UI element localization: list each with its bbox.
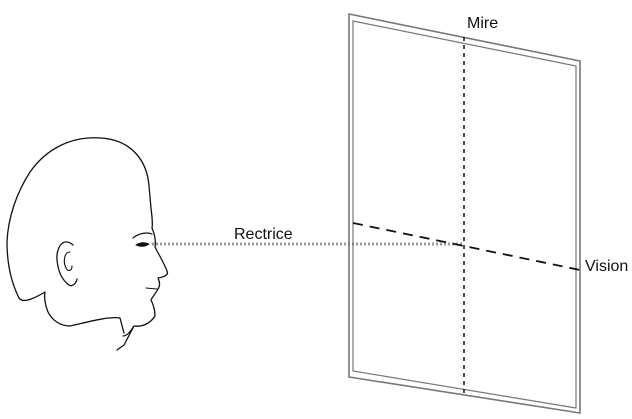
ear-outline [56,241,78,287]
eye [135,242,150,247]
label-rectrice: Rectrice [234,226,293,243]
eyebrow [132,232,153,239]
label-mire: Mire [467,15,499,32]
label-vision: Vision [585,258,629,275]
vision-dashed-line [352,222,581,271]
chin-line [122,325,135,337]
ear-inner [63,251,73,271]
frame-inner [352,20,577,409]
frame-outer [348,13,581,414]
head-outline [6,137,169,351]
mouth-line [145,287,158,290]
